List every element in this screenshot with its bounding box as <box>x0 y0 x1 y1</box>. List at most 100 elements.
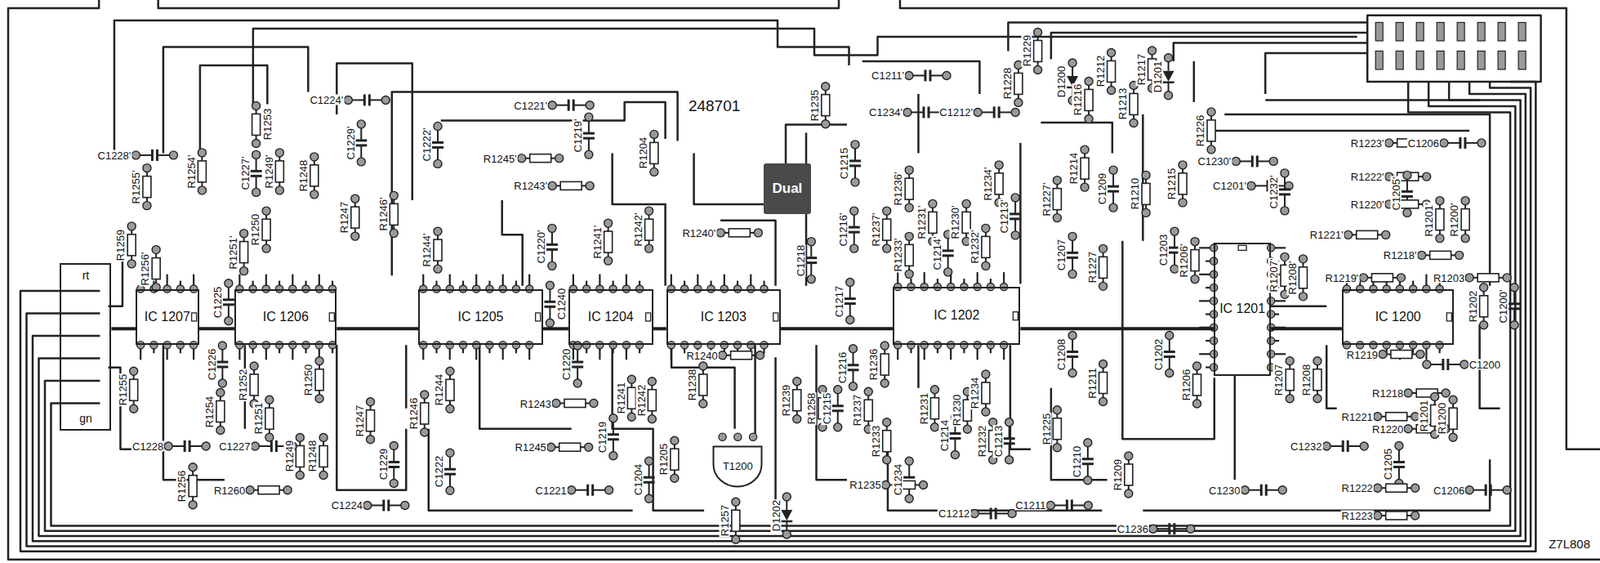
solder-pad <box>1430 392 1440 402</box>
diode-body <box>780 509 793 521</box>
capacitor-plate <box>1441 358 1445 370</box>
capacitor-label: C1201' <box>1212 180 1248 192</box>
solder-pad <box>218 341 227 350</box>
solder-pad <box>650 129 659 139</box>
solder-pad <box>753 228 763 237</box>
ic-pad <box>933 341 941 349</box>
capacitor-plate <box>1065 499 1069 511</box>
resistor-symbol <box>1373 511 1420 520</box>
solder-pad <box>1083 500 1092 509</box>
solder-pad <box>1455 250 1464 259</box>
solder-pad <box>1193 361 1202 370</box>
pcb-trace <box>336 62 412 200</box>
capacitor-plate <box>994 507 998 519</box>
solder-pad <box>1141 208 1150 217</box>
solder-pad <box>1403 424 1413 433</box>
resistor-label: R1249 <box>283 439 295 473</box>
resistor-symbol <box>319 432 328 479</box>
resistor-label: R1204 <box>637 136 649 170</box>
solder-pad <box>1461 234 1470 243</box>
capacitor-label: C1218 <box>794 243 806 277</box>
solder-pad <box>670 436 679 445</box>
resistor-label: R1215 <box>1166 167 1177 201</box>
pcb-trace <box>774 356 776 500</box>
solder-pad <box>351 194 360 203</box>
ic-pad <box>1422 341 1431 349</box>
solder-pad <box>670 473 679 482</box>
resistor-symbol <box>627 374 636 421</box>
pcb-trace <box>392 91 678 276</box>
solder-pad <box>1479 283 1489 292</box>
solder-pad <box>240 267 249 276</box>
capacitor-label: C1219' <box>572 118 584 154</box>
resistor-body <box>1386 412 1408 421</box>
capacitor-symbol <box>832 385 844 432</box>
solder-pad <box>833 385 843 394</box>
resistor-label: R1207' <box>1268 258 1280 294</box>
ic-pad <box>1395 341 1404 349</box>
resistor-label: R1260 <box>213 484 246 495</box>
solder-pad <box>197 186 206 195</box>
solder-pad <box>218 378 227 388</box>
capacitor-plate <box>183 440 187 452</box>
capacitor-label: C1224 <box>330 499 364 511</box>
resistor-symbol <box>1465 273 1511 282</box>
resistor-label: R1203 <box>1432 271 1466 283</box>
solder-pad <box>1005 455 1014 464</box>
capacitor-symbol <box>1163 331 1176 378</box>
capacitor-plate <box>1463 137 1467 149</box>
capacitor-label: C1230 <box>1207 484 1241 495</box>
capacitor-label: C1220' <box>535 229 547 265</box>
solder-pad <box>584 112 593 121</box>
solder-pad <box>1099 360 1108 369</box>
connector-pin <box>1436 22 1445 41</box>
resistor-symbol <box>1084 76 1093 123</box>
capacitor-symbol <box>1003 418 1016 464</box>
connector-pin <box>1416 22 1424 41</box>
resistor-body <box>604 231 613 253</box>
solder-pad <box>433 159 442 168</box>
resistor-label: R1211 <box>1086 366 1097 399</box>
resistor-symbol <box>151 245 161 292</box>
transistor-outline-path <box>713 445 763 486</box>
capacitor-plate <box>355 143 367 147</box>
solder-pad <box>782 530 791 539</box>
resistor-label: R1242 <box>635 383 647 417</box>
resistor-label: R1235 <box>809 89 821 122</box>
connector-block: rtgn <box>59 262 112 431</box>
diode-symbol <box>1163 53 1175 100</box>
solder-pad <box>930 423 939 432</box>
resistor-label: R1219' <box>1324 271 1360 283</box>
solder-pad <box>1477 138 1486 148</box>
capacitor-plate <box>1003 441 1016 445</box>
resistor-body <box>730 351 753 360</box>
ic-chip: IC 1207 <box>135 289 199 346</box>
solder-pad <box>716 228 725 237</box>
solder-pad <box>1285 356 1294 366</box>
resistor-symbol <box>1417 250 1464 259</box>
resistor-label: R1226 <box>1194 114 1206 148</box>
ic-pad <box>1000 341 1008 349</box>
solder-pad <box>1373 483 1382 492</box>
solder-pad <box>1411 511 1420 520</box>
capacitor-plate <box>844 302 856 305</box>
solder-pad <box>573 341 582 350</box>
pcb-trace <box>405 344 407 408</box>
resistor-label: R1238 <box>686 368 698 402</box>
capacitor-plate <box>832 404 844 407</box>
solder-pad <box>1011 107 1020 116</box>
resistor-label: R1254 <box>204 394 215 428</box>
solder-pad <box>545 318 554 327</box>
capacitor-symbol <box>1393 441 1405 487</box>
capacitor-label: C1224' <box>308 94 344 106</box>
pcb-trace <box>107 367 143 450</box>
solder-pad <box>904 231 914 241</box>
resistor-label: R1206 <box>1180 368 1191 402</box>
solder-pad <box>1417 250 1427 259</box>
pcb-trace <box>917 344 919 388</box>
solder-pad <box>1046 500 1055 509</box>
connector-pin-label: gn <box>61 412 110 425</box>
resistor-symbol <box>252 101 261 148</box>
capacitor-label: C1205 <box>1382 447 1394 481</box>
